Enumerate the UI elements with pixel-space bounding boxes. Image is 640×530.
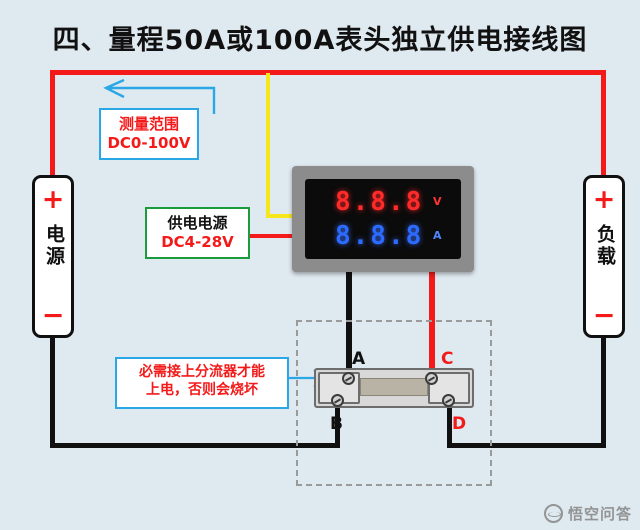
watermark-logo-icon — [543, 504, 563, 523]
wire-red-right-vertical — [601, 70, 606, 175]
range-callout-line2: DC0-100V — [107, 133, 191, 152]
warning-callout: 必需接上分流器才能 上电，否则会烧坏 — [115, 357, 289, 409]
left-terminal-plus: + — [41, 184, 65, 215]
left-terminal-label-text: 电源 — [42, 224, 65, 268]
meter-module: 8.8.8 V 8.8.8 A — [292, 166, 474, 272]
wire-red-meter-to-shunt-c — [429, 270, 435, 375]
meter-voltage-unit: V — [433, 195, 442, 208]
right-terminal-label-text: 负载 — [593, 224, 616, 268]
shunt-screw-c — [425, 372, 438, 385]
wire-black-bottom-horizontal — [50, 443, 340, 448]
wire-yellow-vertical — [266, 73, 270, 218]
wire-black-right-horizontal — [447, 443, 606, 448]
wire-black-right-vertical — [601, 338, 606, 448]
right-terminal-plus: + — [592, 184, 616, 215]
meter-current-unit: A — [433, 229, 442, 242]
wire-red-top-horizontal — [50, 70, 606, 75]
warning-callout-line1: 必需接上分流器才能 — [139, 364, 265, 380]
supply-callout-line1: 供电电源 — [167, 214, 228, 232]
right-terminal-minus: − — [592, 300, 616, 331]
right-terminal-label: 负载 — [586, 224, 622, 273]
shunt-node-label-d: D — [452, 414, 467, 434]
wire-red-supply-to-meter — [248, 234, 302, 238]
page-title: 四、量程50A或100A表头独立供电接线图 — [52, 25, 588, 56]
wire-red-left-vertical — [50, 70, 55, 175]
range-callout-line1: 测量范围 — [118, 115, 179, 133]
wire-black-left-vertical — [50, 338, 55, 448]
meter-display-screen: 8.8.8 V 8.8.8 A — [305, 179, 461, 259]
left-terminal-minus: − — [41, 300, 65, 331]
wire-black-meter-to-shunt-a — [346, 270, 352, 375]
watermark: 悟空问答 — [543, 503, 632, 524]
range-callout-pointer — [103, 78, 216, 114]
shunt-node-label-b: B — [330, 414, 343, 434]
shunt-manganin-bar — [360, 378, 428, 396]
watermark-text: 悟空问答 — [567, 505, 632, 523]
range-callout: 测量范围 DC0-100V — [99, 108, 199, 160]
shunt-node-label-c: C — [441, 349, 454, 369]
shunt-region-outline — [296, 320, 492, 486]
right-terminal-box: + 负载 − — [583, 175, 625, 338]
left-terminal-label: 电源 — [35, 224, 71, 273]
supply-callout-line2: DC4-28V — [161, 232, 234, 251]
meter-voltage-value: 8.8.8 — [335, 187, 424, 217]
supply-callout: 供电电源 DC4-28V — [145, 207, 250, 259]
shunt-screw-b — [331, 394, 344, 407]
warning-callout-line2: 上电，否则会烧坏 — [146, 381, 258, 398]
wire-yellow-to-meter — [266, 214, 302, 218]
wire-black-up-to-shunt-b — [335, 400, 340, 448]
shunt-screw-d — [442, 394, 455, 407]
left-terminal-box: + 电源 − — [32, 175, 74, 338]
meter-current-value: 8.8.8 — [335, 221, 424, 251]
wire-black-up-to-shunt-d — [447, 400, 452, 448]
shunt-node-label-a: A — [352, 349, 366, 369]
shunt-screw-a — [342, 372, 355, 385]
